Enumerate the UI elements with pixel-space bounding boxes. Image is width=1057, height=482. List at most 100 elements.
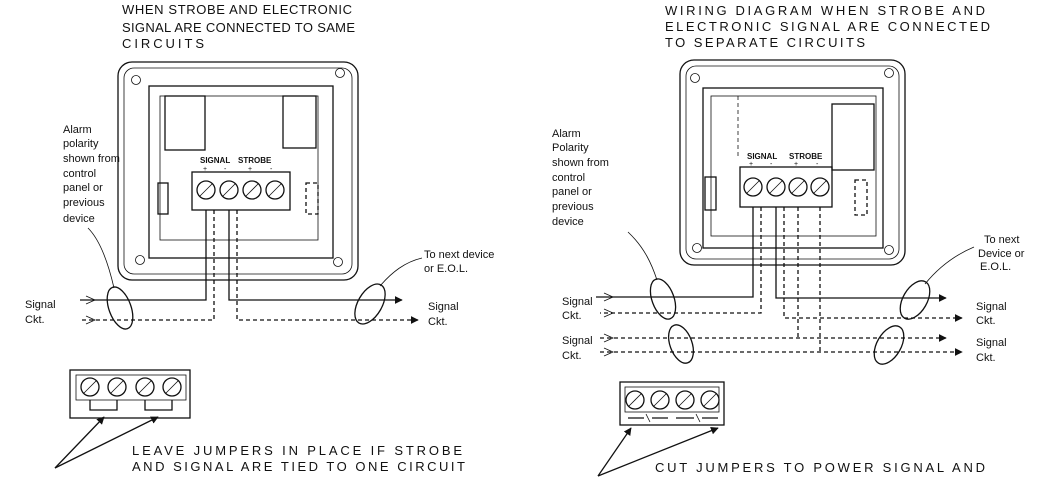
polarity-leader-line bbox=[87, 227, 115, 289]
note-line: polarity bbox=[63, 138, 99, 150]
signal-plus-out-wire bbox=[228, 210, 403, 304]
right-title-line-2: ELECTRONIC SIGNAL ARE CONNECTED bbox=[665, 19, 990, 34]
right-connector bbox=[854, 179, 868, 216]
terminal-screw bbox=[700, 390, 720, 410]
next-device-leader-line bbox=[924, 246, 975, 285]
note-line: control bbox=[552, 172, 585, 184]
signal-minus-in-wire bbox=[80, 210, 215, 321]
terminal-screw bbox=[810, 177, 830, 197]
left-signal-ckt-out-label: Signal bbox=[428, 301, 459, 313]
cable-loop bbox=[354, 283, 386, 325]
terminal-screw bbox=[675, 390, 695, 410]
pointer-arrow bbox=[597, 427, 632, 477]
signal-minus-out-wire bbox=[783, 207, 963, 322]
mounting-hole bbox=[333, 257, 343, 267]
left-mounting-plate bbox=[117, 61, 359, 281]
terminal-screw bbox=[788, 177, 808, 197]
note-line: Alarm bbox=[552, 128, 581, 140]
terminal-screw bbox=[242, 180, 262, 200]
left-signal-ckt-in-label: Ckt. bbox=[25, 314, 45, 326]
mounting-hole bbox=[690, 73, 700, 83]
right-mounting-plate bbox=[679, 59, 906, 266]
left-terminal-block bbox=[191, 171, 291, 211]
right-signal-ckt-out-lower-label: Signal bbox=[976, 337, 1007, 349]
polarity-minus: - bbox=[816, 161, 819, 168]
left-top-bracket bbox=[164, 95, 206, 151]
terminal-screw bbox=[135, 377, 155, 397]
polarity-plus: + bbox=[203, 166, 207, 173]
right-signal-ckt-out-upper-label: Signal bbox=[976, 301, 1007, 313]
right-jumper-note: CUT JUMPERS TO POWER SIGNAL AND bbox=[655, 460, 985, 475]
cable-loop bbox=[649, 278, 677, 320]
signal-plus-in-wire bbox=[596, 207, 754, 298]
pointer-arrow bbox=[54, 416, 159, 469]
right-next-device-label: E.O.L. bbox=[980, 261, 1011, 273]
left-jumper-note: LEAVE JUMPERS IN PLACE IF STROBE bbox=[132, 443, 462, 458]
signal-plus-in-wire bbox=[80, 210, 207, 301]
right-jumper-detail bbox=[597, 381, 725, 477]
arrow-head bbox=[85, 315, 96, 325]
right-title-line-1: WIRING DIAGRAM WHEN STROBE AND bbox=[665, 3, 985, 18]
polarity-minus: - bbox=[770, 161, 773, 168]
right-next-device-label: To next bbox=[984, 234, 1019, 246]
cable-loop bbox=[106, 286, 134, 330]
right-connector bbox=[305, 182, 319, 215]
terminal-screw bbox=[162, 377, 182, 397]
left-title-line-2: SIGNAL ARE CONNECTED TO SAME bbox=[122, 20, 355, 35]
jumper bbox=[144, 400, 173, 411]
note-line: panel or bbox=[552, 186, 592, 198]
mounting-hole bbox=[135, 255, 145, 265]
left-wiring bbox=[80, 210, 423, 330]
pointer-arrow bbox=[54, 416, 105, 469]
terminal-screw bbox=[625, 390, 645, 410]
left-connector bbox=[704, 176, 717, 211]
right-wiring-diagram: WIRING DIAGRAM WHEN STROBE AND ELECTRONI… bbox=[552, 3, 1025, 477]
mounting-hole bbox=[692, 243, 702, 253]
arrow-head bbox=[603, 333, 614, 343]
terminal-screw bbox=[107, 377, 127, 397]
right-polarity-note: Alarm Polarity shown from control panel … bbox=[552, 128, 609, 228]
right-title-line-3: TO SEPARATE CIRCUITS bbox=[665, 35, 865, 50]
note-line: Polarity bbox=[552, 142, 589, 154]
mounting-hole bbox=[884, 245, 894, 255]
polarity-minus: - bbox=[270, 166, 273, 173]
jumper bbox=[89, 400, 118, 411]
right-signal-ckt-in-lower-label: Signal bbox=[562, 335, 593, 347]
terminal-screw bbox=[80, 377, 100, 397]
terminal-screw bbox=[219, 180, 239, 200]
terminal-screw bbox=[650, 390, 670, 410]
polarity-plus: + bbox=[248, 166, 252, 173]
terminal-screw bbox=[196, 180, 216, 200]
terminal-screw bbox=[265, 180, 285, 200]
mounting-hole bbox=[884, 68, 894, 78]
cut-mark bbox=[645, 413, 701, 423]
pointer-arrow bbox=[597, 426, 719, 477]
left-next-device-label: or E.O.L. bbox=[424, 263, 468, 275]
note-line: previous bbox=[552, 201, 594, 213]
right-signal-ckt-in-lower-label: Ckt. bbox=[562, 350, 582, 362]
note-line: Alarm bbox=[63, 124, 92, 136]
right-signal-ckt-out-upper-label: Ckt. bbox=[976, 315, 996, 327]
note-line: panel or bbox=[63, 182, 103, 194]
arrow-head bbox=[603, 292, 614, 302]
left-wiring-diagram: WHEN STROBE AND ELECTRONIC SIGNAL ARE CO… bbox=[25, 2, 494, 474]
left-jumper-note: AND SIGNAL ARE TIED TO ONE CIRCUIT bbox=[132, 459, 465, 474]
cable-loop bbox=[667, 324, 695, 364]
note-line: previous bbox=[63, 197, 105, 209]
note-line: device bbox=[63, 213, 95, 225]
note-line: control bbox=[63, 168, 96, 180]
polarity-minus: - bbox=[224, 166, 227, 173]
polarity-leader-line bbox=[627, 231, 658, 281]
right-wiring bbox=[596, 207, 975, 365]
left-jumper-detail bbox=[54, 369, 191, 469]
right-terminal-block bbox=[739, 166, 833, 208]
left-signal-ckt-out-label: Ckt. bbox=[428, 316, 448, 328]
arrow-head bbox=[603, 308, 614, 318]
cable-loop bbox=[899, 280, 931, 320]
right-next-device-label: Device or bbox=[978, 248, 1025, 260]
signal-plus-out-wire bbox=[775, 207, 947, 302]
polarity-plus: + bbox=[794, 161, 798, 168]
next-device-leader-line bbox=[379, 257, 423, 287]
left-connector bbox=[157, 182, 169, 215]
